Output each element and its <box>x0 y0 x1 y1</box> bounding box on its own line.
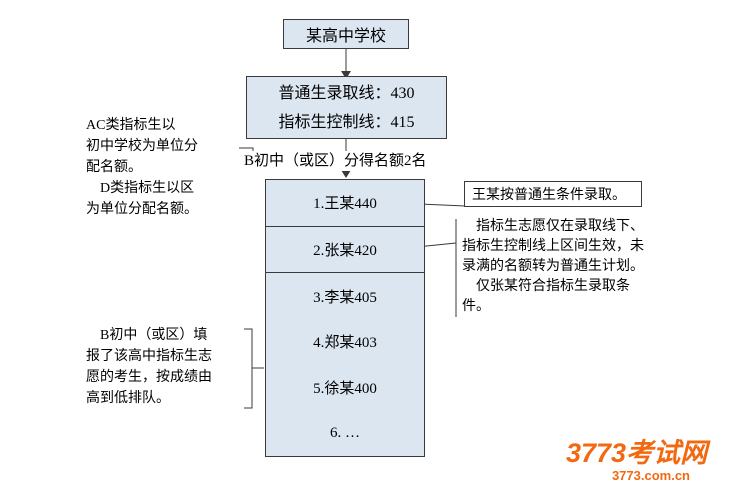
ranking-note-bracket <box>244 328 253 409</box>
school-box: 某高中学校 <box>283 19 409 49</box>
list-item: 6. … <box>330 424 360 441</box>
list-item: 1.王某440 <box>266 180 424 227</box>
watermark: 3773考试网 3773.com.cn <box>566 438 708 483</box>
list-item: 5.徐某400 <box>313 381 377 398</box>
list-item: 4.郑某403 <box>313 335 377 352</box>
cutoff-box: 普通生录取线：430 指标生控制线：415 <box>246 76 447 139</box>
arrowhead-top <box>341 71 351 79</box>
allocation-label: B初中（或区）分得名额2名 <box>242 151 429 171</box>
note-ranking-rule: B初中（或区）填 报了该高中指标生志 愿的考生，按成绩由 高到低排队。 <box>86 328 212 406</box>
school-name: 某高中学校 <box>305 28 386 45</box>
note-quota-validity: 指标生志愿仅在录取线下、 指标生控制线上区间生效，未 录满的名额转为普通生计划。… <box>462 219 644 314</box>
arrowhead-middle <box>341 170 351 178</box>
quota-control-line: 指标生控制线：415 <box>278 113 415 131</box>
watermark-site-name: 3773考试网 <box>566 438 708 468</box>
list-item: 3.李某405 <box>313 289 377 306</box>
candidate-list-box: 1.王某440 2.张某420 3.李某405 4.郑某403 5.徐某400 … <box>265 179 425 457</box>
note-wang-admission: 王某按普通生条件录取。 <box>464 181 642 207</box>
watermark-site-domain: 3773.com.cn <box>611 468 690 483</box>
list-item: 2.张某420 <box>266 227 424 274</box>
regular-cutoff-line: 普通生录取线：430 <box>278 84 415 102</box>
note-quota-allocation: AC类指标生以 初中学校为单位分 配名额。 D类指标生以区 为单位分配名额。 <box>86 118 198 217</box>
